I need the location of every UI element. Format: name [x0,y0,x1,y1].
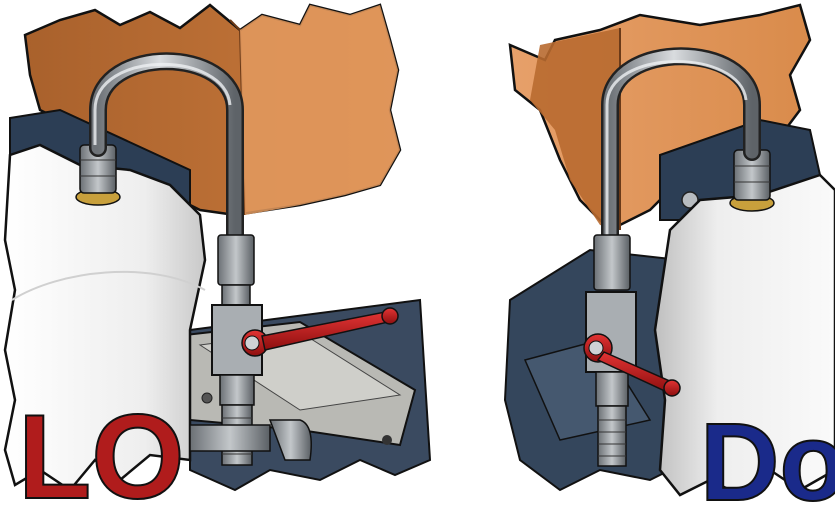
left-view: LO [3,3,432,508]
reservoir-tank [653,173,835,497]
reservoir-tank [3,143,207,492]
elbow-fitting [189,419,312,461]
right-view: Do [503,3,835,508]
tank-lettering: Do [700,401,835,508]
ball-valve-handle [241,307,399,357]
ball-valve-handle [583,333,681,397]
tank-lettering: LO [18,390,185,508]
